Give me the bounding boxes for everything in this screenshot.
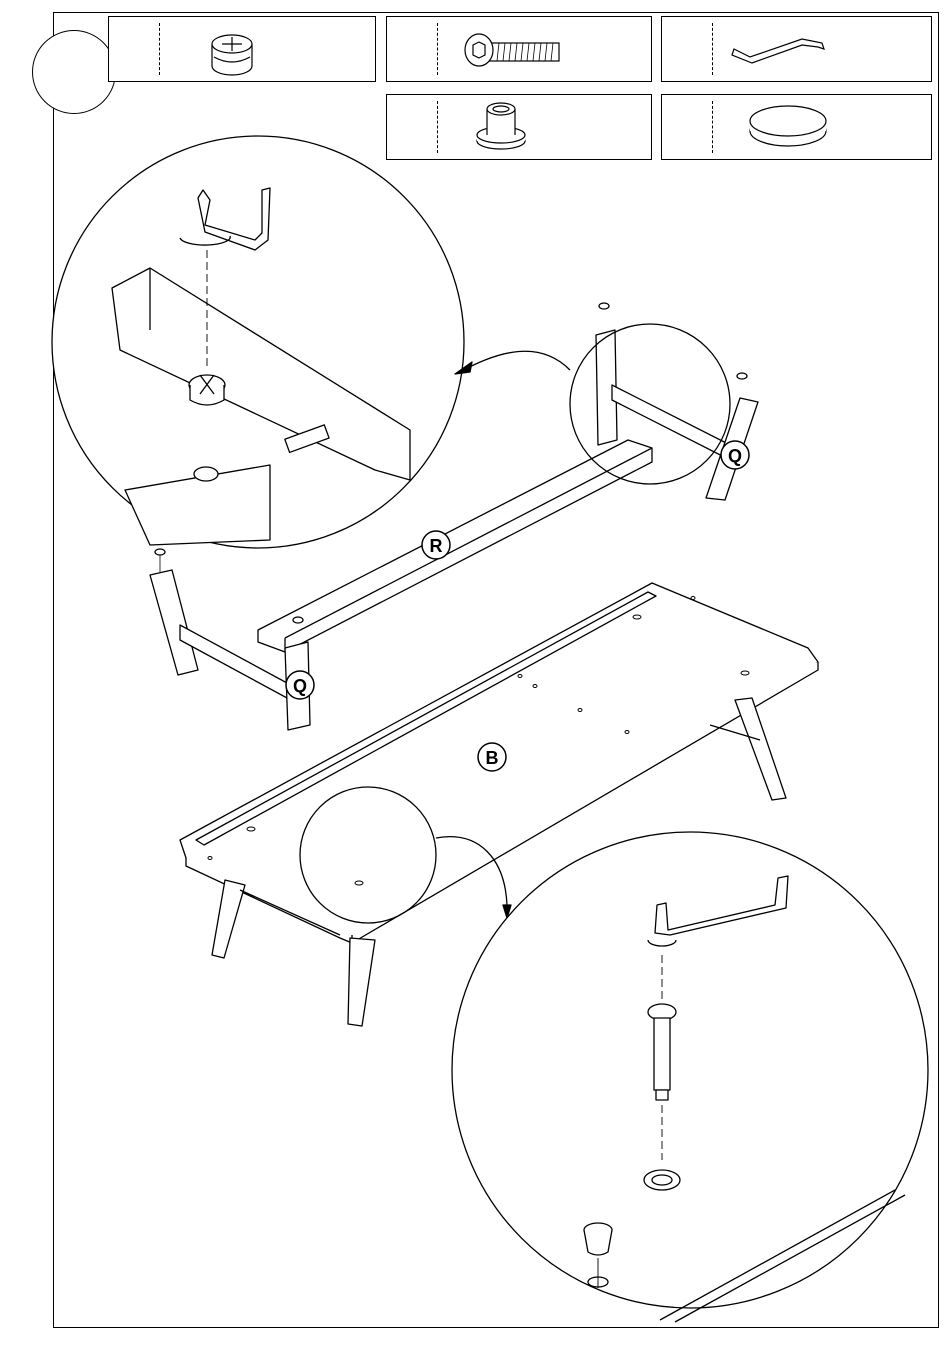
callout-arrow-upper <box>460 351 570 372</box>
label-b: B <box>478 743 506 771</box>
label-q-right: Q <box>721 441 749 469</box>
label-b-text: B <box>486 748 499 768</box>
label-r: R <box>422 531 450 559</box>
label-q-right-text: Q <box>728 446 742 466</box>
detail-circle-bolt <box>452 832 928 1322</box>
detail-circle-cam-lock <box>52 136 464 548</box>
label-q-left-text: Q <box>293 676 307 696</box>
label-q-left: Q <box>286 671 314 699</box>
label-r-text: R <box>430 536 443 556</box>
